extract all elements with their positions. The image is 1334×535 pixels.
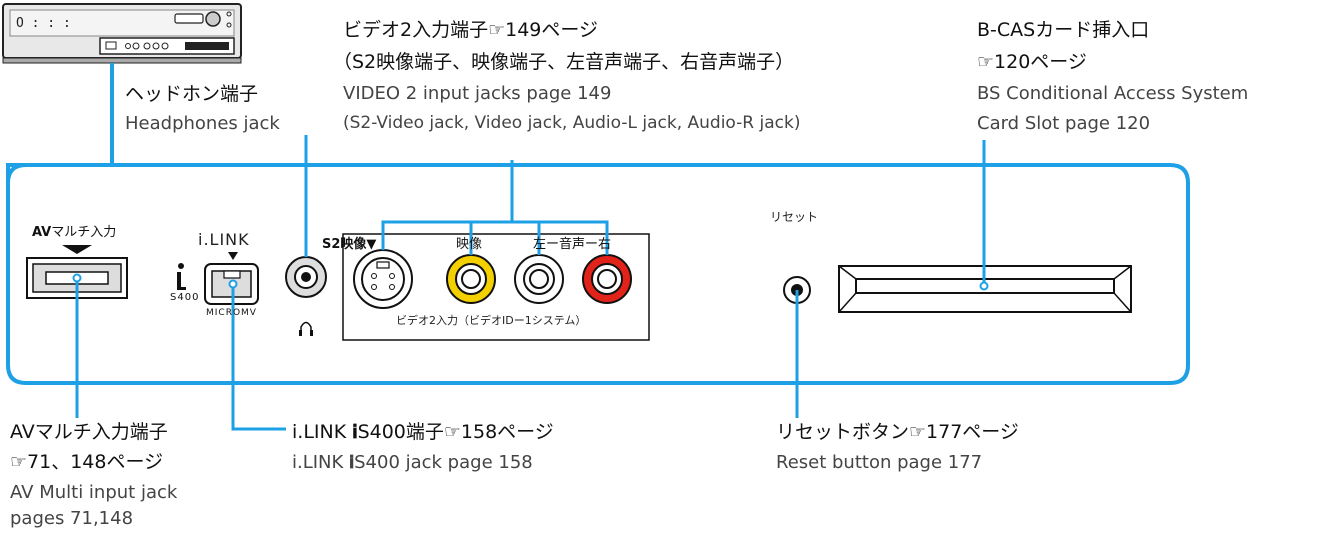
s2-video-jack [353, 249, 413, 309]
leader-ilink [231, 284, 286, 431]
headphones-icon [299, 321, 313, 336]
ilink-callout-en-post: S400 jack page 158 [354, 452, 533, 473]
video2-group-box [342, 233, 650, 341]
audio-label: 左ー音声ー右 [533, 237, 612, 252]
ilink-panel-label: i.LINK [198, 230, 250, 249]
video-label: 映像 [456, 237, 483, 252]
ilink-callout-jp: i.LINK 𝐢S400端子☞158ページ [292, 422, 554, 443]
av-rest: マルチ入力 [51, 225, 117, 240]
headphones-callout-en: Headphones jack [125, 113, 280, 134]
bcas-callout-en1: BS Conditional Access System [977, 83, 1249, 104]
headphones-callout-jp: ヘッドホン端子 [125, 83, 259, 105]
ilink-callout-en: i.LINK 𝐢S400 jack page 158 [292, 453, 533, 473]
video-jack [446, 254, 496, 304]
video2-panel-caption: ビデオ2入力（ビデオIDー1システム） [396, 314, 587, 327]
ilink-callout-jp-post: S400端子☞158ページ [357, 421, 554, 443]
video2-callout-en2: (S2-Video jack, Video jack, Audio-L jack… [343, 113, 801, 133]
av-multi-connector [26, 245, 128, 299]
s2-video-label: S2映像▼ [322, 237, 377, 252]
ilink-icon [177, 263, 186, 290]
leader-video2 [381, 160, 514, 250]
ilink-callout-en-pre: i.LINK [292, 452, 344, 473]
audio-r-jack [582, 254, 632, 304]
av-multi-panel-label: AVマルチ入力 [32, 221, 116, 240]
ilink-icon: 𝐢 [349, 452, 355, 473]
micromv-label: MICROMV [206, 308, 257, 318]
av-bold: AV [32, 225, 52, 240]
reset-callout-jp: リセットボタン☞177ページ [776, 421, 1019, 443]
ilink-callout-jp-pre: i.LINK [292, 421, 347, 443]
video2-callout-en1: VIDEO 2 input jacks page 149 [343, 83, 612, 104]
tv-thumbnail [2, 3, 242, 64]
tv-mini-label: O : : : [16, 16, 71, 31]
headphone-jack [285, 256, 327, 298]
leader-lines [75, 135, 986, 431]
bcas-callout-jp1: B-CASカード挿入口 [977, 19, 1150, 41]
panel-frame [6, 163, 1190, 385]
audio-l-jack [514, 254, 564, 304]
video2-callout-jp2: （S2映像端子、映像端子、左音声端子、右音声端子） [333, 51, 795, 73]
reset-panel-label: リセット [770, 210, 819, 224]
ilink-icon: 𝐢 [352, 421, 358, 443]
reset-callout-en: Reset button page 177 [776, 452, 983, 473]
av-multi-callout-en2: pages 71,148 [10, 508, 134, 529]
s400-label: S400 [170, 292, 200, 303]
av-multi-callout-en1: AV Multi input jack [10, 482, 178, 503]
bcas-callout-jp2: ☞120ページ [977, 51, 1087, 73]
bcas-callout-en2: Card Slot page 120 [977, 113, 1151, 134]
av-multi-callout-jp2: ☞71、148ページ [10, 451, 164, 473]
video2-callout-jp1: ビデオ2入力端子☞149ページ [343, 19, 599, 41]
av-multi-callout-jp1: AVマルチ入力端子 [10, 421, 168, 443]
